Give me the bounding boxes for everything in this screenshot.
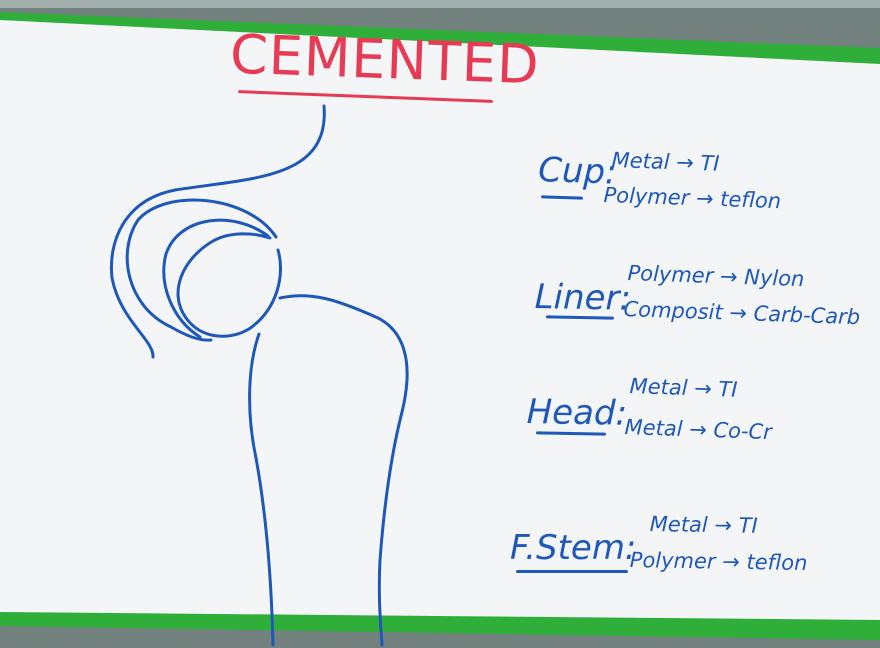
section-label-liner: Liner:: [534, 277, 631, 319]
femoral-stem-line-2: Polymer → teflon: [630, 548, 808, 575]
femoral-stem-line-1: Metal → TI: [650, 512, 758, 538]
femoral-head-curve: [178, 234, 280, 336]
hip-outline-curve: [111, 106, 324, 357]
femur-lower-left-outline: [250, 334, 273, 645]
femoral-stem-label-underline: [516, 570, 628, 573]
head-line-2: Metal → Co-Cr: [624, 415, 772, 444]
femur-neck-outline: [280, 296, 407, 645]
section-label-femoral-stem: F.Stem:: [510, 528, 636, 568]
head-line-1: Metal → TI: [629, 374, 738, 402]
cup-line-1: Metal → TI: [611, 148, 720, 176]
section-label-head: Head:: [526, 392, 627, 434]
